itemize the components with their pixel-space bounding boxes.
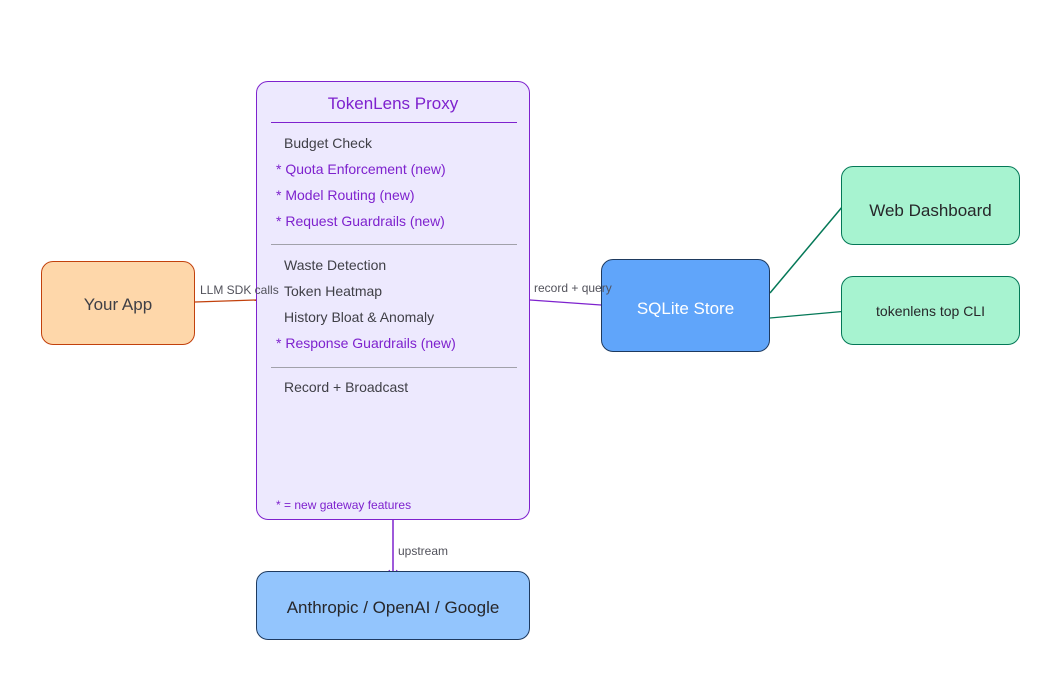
proxy-title: TokenLens Proxy: [327, 94, 459, 113]
node-upstream-providers: Anthropic / OpenAI / Google: [256, 571, 530, 640]
edge-cli: [769, 306, 850, 319]
node-web-dashboard-label: Web Dashboard: [869, 201, 992, 220]
feature-request-guardrails: * Request Guardrails (new): [276, 213, 445, 229]
node-your-app: Your App: [41, 261, 195, 345]
feature-waste-detection: Waste Detection: [284, 257, 387, 273]
edge-label-upstream: upstream: [398, 544, 449, 558]
proxy-title-divider: [271, 122, 517, 123]
node-upstream-providers-label: Anthropic / OpenAI / Google: [286, 598, 500, 617]
feature-budget-check: Budget Check: [284, 135, 372, 151]
feature-quota-enforcement: * Quota Enforcement (new): [276, 161, 446, 177]
proxy-section-divider: [271, 367, 517, 368]
node-tokenlens-cli-label: tokenlens top CLI: [876, 303, 985, 319]
node-sqlite-store: SQLite Store: [601, 259, 770, 352]
feature-record-broadcast: Record + Broadcast: [284, 379, 409, 395]
proxy-section-divider: [271, 244, 517, 245]
node-your-app-label: Your App: [83, 295, 153, 314]
feature-token-heatmap: Token Heatmap: [284, 283, 383, 299]
feature-response-guardrails: * Response Guardrails (new): [276, 335, 456, 351]
edge-dashboard: [769, 199, 849, 294]
node-sqlite-store-label: SQLite Store: [636, 299, 735, 318]
node-tokenlens-proxy: TokenLens Proxy Budget Check * Quota Enf…: [256, 81, 530, 520]
node-web-dashboard: Web Dashboard: [841, 166, 1020, 245]
edge-label-record-query: record + query: [534, 281, 612, 295]
edge-upstream: [388, 520, 398, 580]
feature-history-bloat: History Bloat & Anomaly: [284, 309, 435, 325]
edge-record-query: [522, 294, 609, 311]
feature-model-routing: * Model Routing (new): [276, 187, 415, 203]
edge-label-sdk-calls: LLM SDK calls: [200, 283, 279, 297]
node-tokenlens-cli: tokenlens top CLI: [841, 276, 1020, 345]
proxy-legend: * = new gateway features: [276, 498, 412, 512]
